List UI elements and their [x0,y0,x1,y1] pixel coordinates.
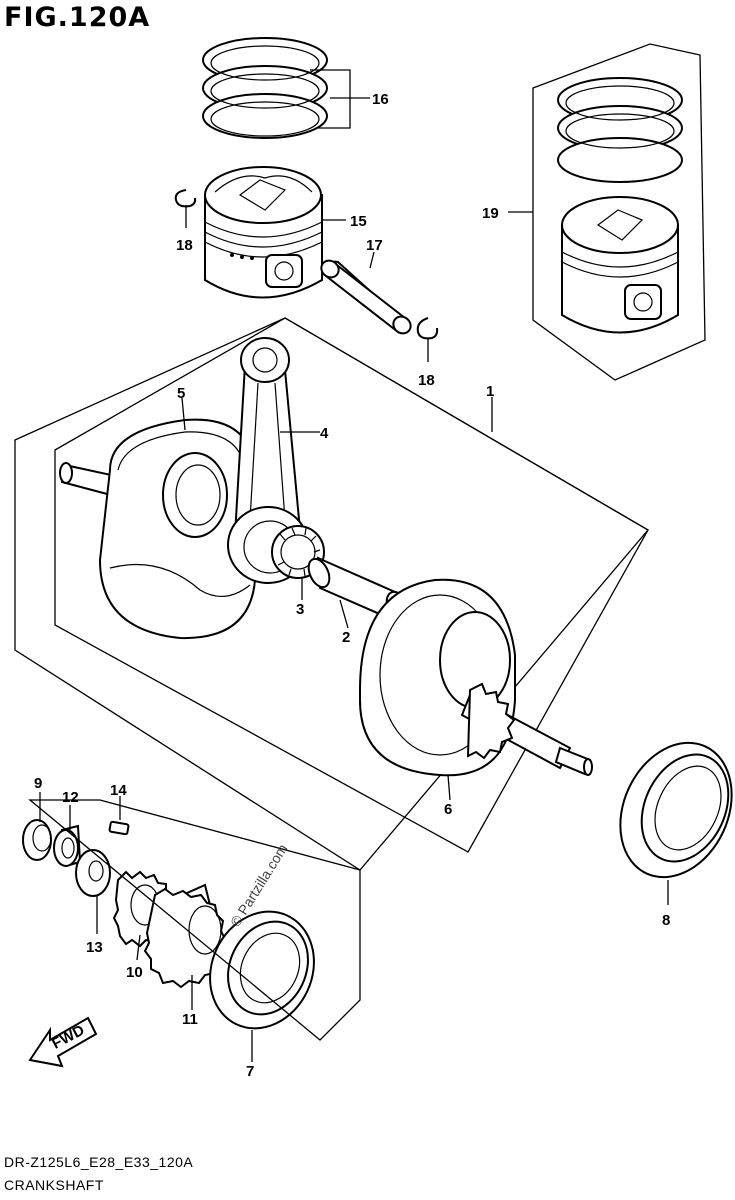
callout-12: 12 [62,789,79,806]
key [108,820,130,836]
callout-7: 7 [246,1063,254,1080]
assembly-frame-1 [54,317,649,853]
gear-helical [143,883,227,989]
piston-pin [320,259,412,335]
callout-19: 19 [482,205,499,222]
callout-5: 5 [177,385,185,402]
piston [204,166,323,299]
callout-2: 2 [342,629,350,646]
callout-8: 8 [662,912,670,929]
bearing-left [209,910,315,1030]
fwd-arrow: FWD [28,1016,98,1068]
callout-18-right: 18 [418,372,435,389]
figure-title: FIG.120A [4,2,151,33]
piston-set-frame-19 [532,43,706,381]
callout-9: 9 [34,775,42,792]
lower-parts-frame [28,799,361,1041]
circlip-right [416,317,439,340]
callout-6: 6 [444,801,452,818]
callout-15: 15 [350,213,367,230]
callout-17: 17 [366,237,383,254]
callout-16: 16 [372,91,389,108]
diagram-code: DR-Z125L6_E28_E33_120A [4,1154,194,1170]
callout-11: 11 [182,1011,198,1028]
washer [75,849,111,897]
callout-13: 13 [86,939,103,956]
callout-10: 10 [126,964,143,981]
callout-3: 3 [296,601,304,618]
bearing-right [619,741,733,879]
leader-lines [39,69,669,1062]
callouts: 16 15 18 17 18 19 1 5 4 3 2 6 8 9 12 14 … [34,91,670,1080]
callout-1: 1 [486,383,494,400]
oil-seal [22,819,52,861]
piston-rings [202,37,328,139]
crank-web-left [59,418,256,640]
piston-set [557,77,683,334]
spacer [53,824,82,868]
callout-4: 4 [320,425,329,442]
circlip-left [174,189,197,208]
callout-14: 14 [110,782,127,799]
crank-web-right [359,578,593,777]
diagram-name: CRANKSHAFT [4,1177,104,1193]
callout-18-left: 18 [176,237,193,254]
